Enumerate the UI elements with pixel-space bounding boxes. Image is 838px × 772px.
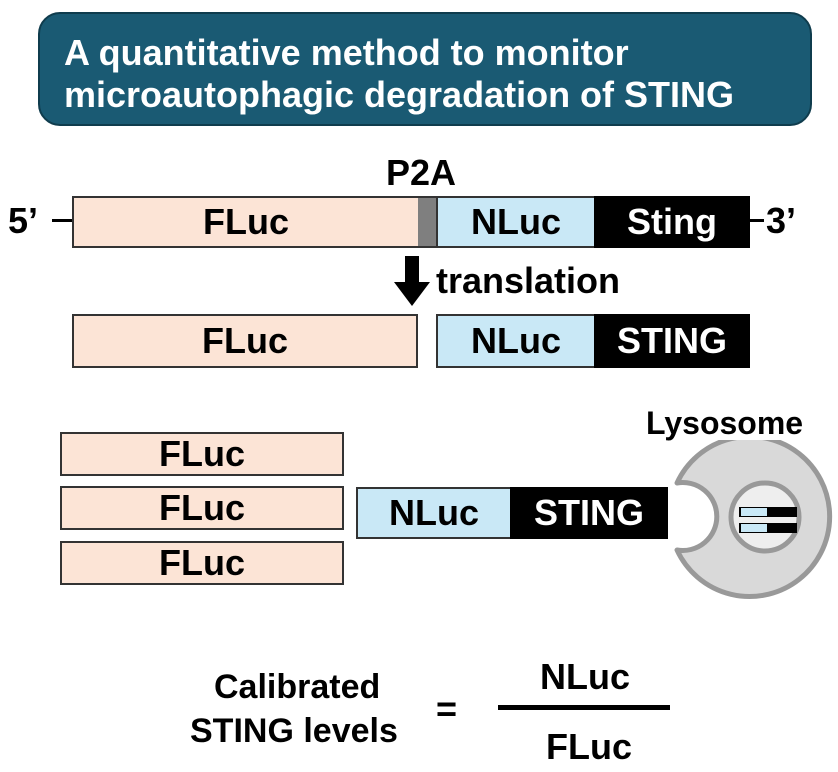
fluc-stack-item: FLuc bbox=[60, 541, 344, 585]
formula-lhs-line-1: Calibrated bbox=[214, 668, 381, 706]
title-line-2: microautophagic degradation of STING bbox=[64, 74, 735, 115]
p2a-label: P2A bbox=[386, 152, 457, 193]
five-prime-line bbox=[52, 219, 74, 222]
five-prime-label: 5’ bbox=[8, 200, 39, 241]
three-prime-label: 3’ bbox=[766, 200, 797, 241]
lysosome-label: Lysosome bbox=[646, 405, 804, 441]
product-fluc: FLuc bbox=[72, 314, 418, 368]
construct-sting: Sting bbox=[594, 196, 750, 248]
translation-label: translation bbox=[436, 260, 621, 301]
product-nluc: NLuc bbox=[436, 314, 596, 368]
construct-nluc: NLuc bbox=[436, 196, 596, 248]
fraction-bar bbox=[498, 705, 670, 710]
product-sting: STING bbox=[594, 314, 750, 368]
title-line-1: A quantitative method to monitor bbox=[64, 32, 629, 73]
formula-denominator: FLuc bbox=[546, 726, 632, 767]
three-prime-line bbox=[750, 219, 764, 222]
fluc-stack-item: FLuc bbox=[60, 432, 344, 476]
degrading-nluc: NLuc bbox=[356, 487, 512, 539]
construct-fluc: FLuc bbox=[72, 196, 420, 248]
formula-equals: = bbox=[436, 688, 458, 729]
title-banner: A quantitative method to monitor microau… bbox=[38, 12, 812, 126]
degrading-sting: STING bbox=[510, 487, 668, 539]
formula-numerator: NLuc bbox=[540, 656, 630, 697]
formula-lhs-line-2: STING levels bbox=[190, 712, 398, 750]
lysosome-icon bbox=[674, 440, 833, 599]
down-arrow-icon bbox=[394, 256, 430, 306]
fluc-stack-item: FLuc bbox=[60, 486, 344, 530]
construct-p2a-segment bbox=[418, 196, 438, 248]
